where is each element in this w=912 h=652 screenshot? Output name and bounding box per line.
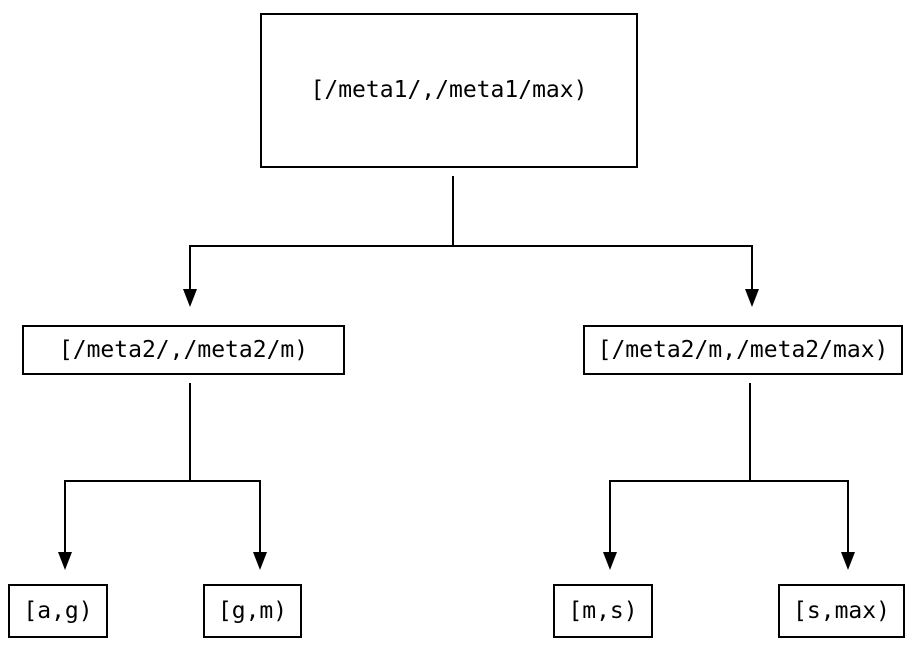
node-meta2-upper-range: [/meta2/m,/meta2/max) — [583, 325, 903, 375]
arrow-down-icon — [745, 289, 759, 307]
leaf-node-m-s: [m,s) — [553, 584, 653, 638]
arrow-down-icon — [58, 552, 72, 570]
leaf-node-a-g: [a,g) — [8, 584, 108, 638]
arrow-down-icon — [841, 552, 855, 570]
node-meta1-range: [/meta1/,/meta1/max) — [260, 13, 638, 168]
arrow-down-icon — [253, 552, 267, 570]
arrow-down-icon — [183, 289, 197, 307]
node-meta2-lower-range: [/meta2/,/meta2/m) — [22, 325, 345, 375]
leaf-node-s-max: [s,max) — [778, 584, 905, 638]
leaf-node-g-m: [g,m) — [203, 584, 302, 638]
arrow-down-icon — [603, 552, 617, 570]
